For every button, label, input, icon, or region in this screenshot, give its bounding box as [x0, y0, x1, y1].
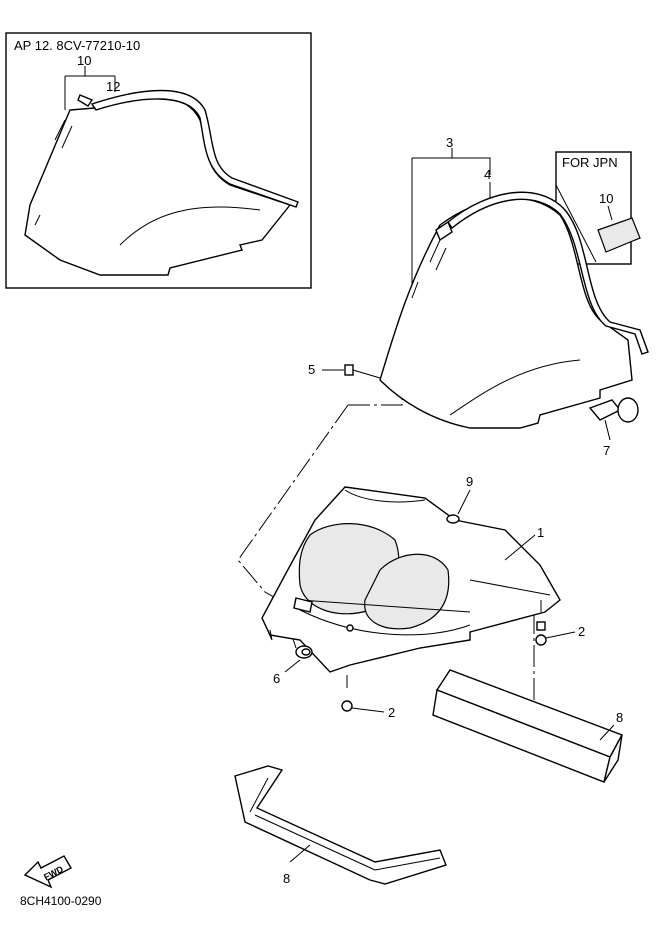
windshield: [379, 197, 633, 429]
part-label-13: 12: [106, 79, 120, 94]
mirror-mount: 7: [588, 397, 639, 458]
foam-block: 8: [432, 669, 623, 783]
part-label-2b: 2: [388, 705, 395, 720]
screw-lower-right: 2: [535, 600, 585, 646]
part-label-6: 6: [273, 671, 280, 686]
inset-trim: [90, 89, 299, 208]
part-label-4: 4: [484, 167, 491, 182]
cowling-right-dome: [364, 553, 450, 630]
part-label-1: 1: [537, 525, 544, 540]
windshield-assembly: 3 4: [379, 135, 649, 429]
grommet: 6: [273, 645, 313, 686]
part-label-3: 3: [446, 135, 453, 150]
jpn-box-label: FOR JPN: [562, 155, 618, 170]
part-label-10: 9: [466, 474, 473, 489]
screw-lower-center: 2: [341, 675, 395, 720]
plug: 9: [446, 474, 473, 524]
jpn-box: FOR JPN 10 10: [555, 151, 641, 265]
part-label-8-num: 8: [283, 871, 290, 886]
jpn-label-plate: [597, 217, 641, 253]
windshield-trim: [447, 191, 649, 355]
windshield-bolt: 5: [308, 362, 381, 379]
bumper-handle: 8 7 8: [234, 765, 447, 886]
part-label-11-text: 10: [599, 191, 613, 206]
part-label-5: 5: [308, 362, 315, 377]
part-label-2a: 2: [578, 624, 585, 639]
diagram-code: 8CH4100-0290: [20, 894, 102, 908]
part-label-12: 10: [77, 53, 91, 68]
inset-box-label: AP 12. 8CV-77210-10: [14, 38, 140, 53]
fwd-arrow: FWD: [23, 855, 72, 889]
cowling: 1: [261, 486, 561, 673]
part-label-9: 8: [616, 710, 623, 725]
part-label-7: 7: [603, 443, 610, 458]
inset-box: AP 12. 8CV-77210-10 10 12: [5, 32, 312, 289]
